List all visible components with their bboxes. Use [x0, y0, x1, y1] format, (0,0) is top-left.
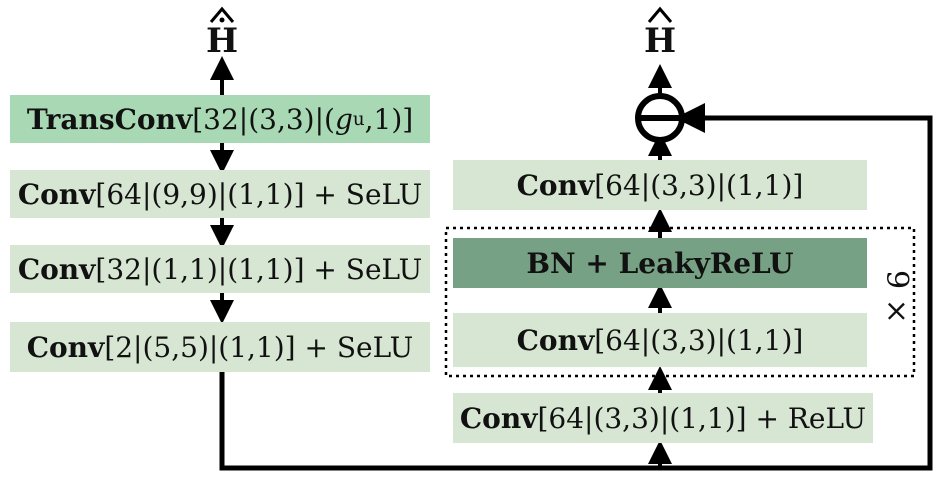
left-output-label: H [202, 6, 242, 58]
conv-block-2: Conv [32|(1,1)|(1,1)] + SeLU [10, 245, 430, 293]
bn-leakyrelu-block: BN + LeakyReLU [453, 238, 867, 288]
repeat-count-label: 9 × [879, 270, 914, 324]
repeat-frame [444, 226, 916, 378]
wire-left-to-right [219, 372, 660, 471]
right-top-conv-block: Conv [64|(3,3)|(1,1)] [453, 160, 867, 210]
hat-accent-icon [647, 6, 673, 23]
hat-accent-icon [209, 6, 235, 23]
right-output-label: H [640, 6, 680, 58]
conv-block-3: Conv [2|(5,5)|(1,1)] + SeLU [10, 322, 430, 372]
conv-block-1: Conv [64|(9,9)|(1,1)] + SeLU [10, 170, 430, 218]
right-repeat-conv-block: Conv [64|(3,3)|(1,1)] [453, 313, 867, 367]
wire-skip [660, 103, 933, 471]
right-bottom-conv-block: Conv [64|(3,3)|(1,1)] + ReLU [453, 393, 873, 443]
